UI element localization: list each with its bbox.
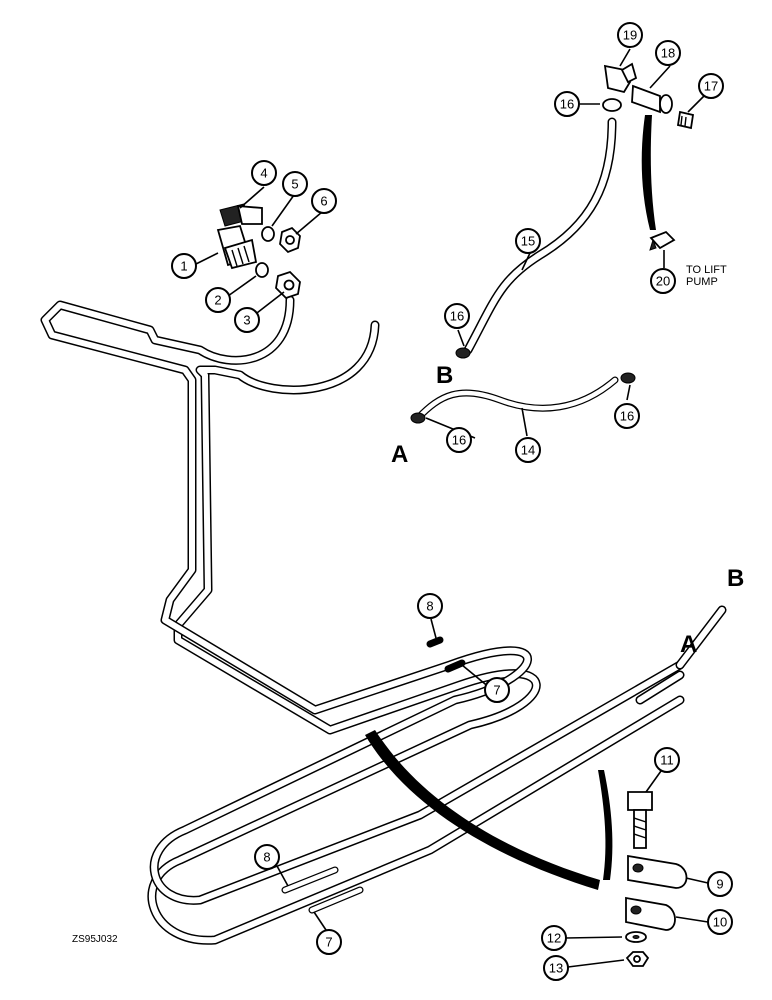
callout-1-label: 1: [180, 259, 187, 274]
note-to-lift-line1: TO LIFT: [686, 264, 727, 276]
callout-1: 1: [171, 253, 197, 279]
callout-16-right: 16: [614, 403, 640, 429]
callout-7-middle-label: 7: [493, 683, 500, 698]
arrow-to-clamp-assembly-2: [598, 770, 613, 880]
callout-19: 19: [617, 22, 643, 48]
arrow-to-fitting-20: [641, 115, 656, 230]
callout-6: 6: [311, 188, 337, 214]
callout-2: 2: [205, 287, 231, 313]
hose-7-middle: [444, 659, 466, 673]
callout-7-lower: 7: [316, 929, 342, 955]
hose-8-middle: [426, 636, 444, 648]
callout-18-label: 18: [661, 46, 675, 61]
clamp-10: [625, 896, 676, 931]
callout-12-label: 12: [547, 931, 561, 946]
callout-20: 20: [650, 268, 676, 294]
hose-14: [414, 376, 619, 422]
callout-7-middle: 7: [484, 677, 510, 703]
callout-16-a-label: 16: [452, 433, 466, 448]
callout-3: 3: [234, 307, 260, 333]
callout-11: 11: [654, 747, 680, 773]
callout-9: 9: [707, 871, 733, 897]
elbow-fitting-19: [603, 62, 638, 94]
callout-15: 15: [515, 228, 541, 254]
hose-clamp-16-right: [620, 372, 636, 384]
callout-14-label: 14: [521, 443, 535, 458]
callout-13: 13: [543, 955, 569, 981]
callout-3-label: 3: [243, 313, 250, 328]
callout-20-label: 20: [656, 274, 670, 289]
nut-13: [625, 951, 650, 967]
callout-11-label: 11: [660, 753, 674, 768]
nut-3: [275, 270, 301, 300]
callout-13-label: 13: [549, 961, 563, 976]
callout-15-label: 15: [521, 234, 535, 249]
callout-16-b: 16: [444, 303, 470, 329]
callout-8-middle-label: 8: [426, 599, 433, 614]
callout-9-label: 9: [716, 877, 723, 892]
clamp-9: [627, 854, 688, 889]
callout-18: 18: [655, 40, 681, 66]
callout-8-middle: 8: [417, 593, 443, 619]
callout-16-a: 16: [446, 427, 472, 453]
main-tube-assembly: [40, 295, 727, 945]
valve-18: [631, 84, 673, 114]
plug-17: [676, 110, 695, 130]
callout-6-label: 6: [320, 194, 327, 209]
connection-label-b-left: B: [436, 362, 453, 389]
callout-19-label: 19: [623, 28, 637, 43]
callout-16-right-label: 16: [620, 409, 634, 424]
washer-12: [625, 931, 647, 943]
callout-10: 10: [707, 909, 733, 935]
callout-4-label: 4: [260, 166, 267, 181]
connection-label-b-right: B: [727, 565, 744, 592]
bolt-11: [627, 791, 653, 849]
callout-17: 17: [698, 73, 724, 99]
fitting-20: [649, 230, 676, 251]
callout-14: 14: [515, 437, 541, 463]
callout-2-label: 2: [214, 293, 221, 308]
callout-5-label: 5: [291, 177, 298, 192]
hose-clamp-16-a: [410, 412, 426, 424]
tube-line-8: [40, 295, 685, 905]
nut-6: [279, 226, 301, 254]
fitting-elbow-1: [216, 224, 258, 270]
callout-8-lower: 8: [254, 844, 280, 870]
callout-16-top: 16: [554, 91, 580, 117]
seal-ring-5: [261, 226, 275, 242]
note-to-lift-line2: PUMP: [686, 276, 718, 288]
leader-lines: [195, 48, 709, 968]
connection-label-a-left: A: [391, 441, 408, 468]
callout-4: 4: [251, 160, 277, 186]
hose-clamp-16-top: [602, 98, 622, 112]
arrow-to-clamp-assembly: [365, 730, 600, 890]
connection-label-a-right: A: [680, 631, 697, 658]
tube-line-7: [147, 320, 685, 945]
callout-17-label: 17: [704, 79, 718, 94]
callout-10-label: 10: [713, 915, 727, 930]
hose-15: [463, 117, 617, 355]
fitting-connector-4: [219, 203, 263, 227]
callout-12: 12: [541, 925, 567, 951]
figure-id: ZS95J032: [72, 934, 118, 945]
callout-8-lower-label: 8: [263, 850, 270, 865]
callout-16-top-label: 16: [560, 97, 574, 112]
hose-clamp-16-b: [455, 347, 471, 359]
callout-7-lower-label: 7: [325, 935, 332, 950]
callout-5: 5: [282, 171, 308, 197]
callout-16-b-label: 16: [450, 309, 464, 324]
seal-ring-2: [255, 262, 269, 278]
